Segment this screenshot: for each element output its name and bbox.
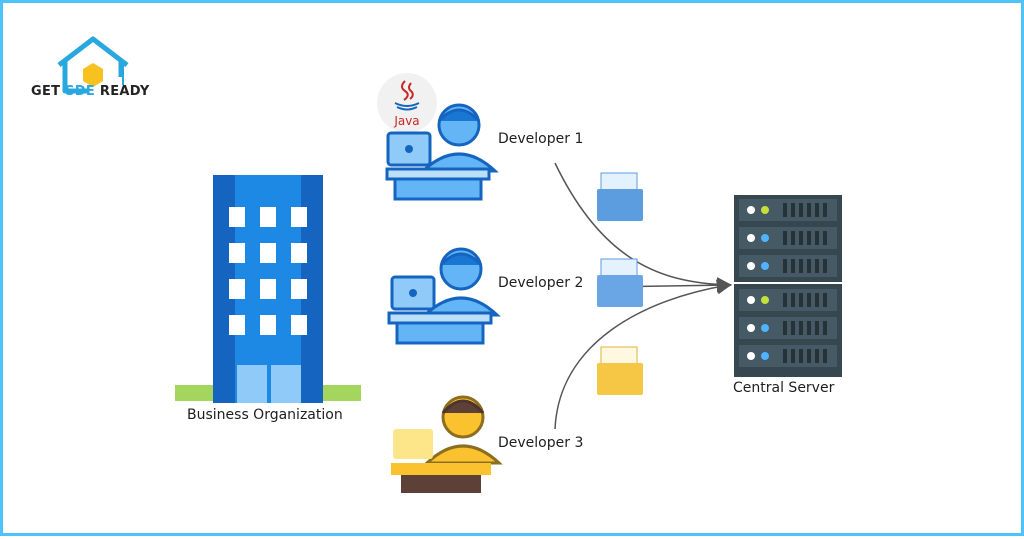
business-organization-label: Business Organization	[187, 407, 343, 423]
developer-2-icon	[387, 247, 501, 345]
developer-3-label: Developer 3	[498, 435, 584, 451]
developer-2-label: Developer 2	[498, 275, 584, 291]
developer-1-label: Developer 1	[498, 131, 584, 147]
arrow-developer-3	[554, 279, 732, 430]
java-label: Java	[393, 114, 419, 128]
building-icon	[175, 175, 361, 403]
folder-icon-blue-1	[597, 172, 643, 221]
get-sde-ready-logo	[57, 36, 129, 94]
server-rack-icon	[734, 195, 842, 377]
developer-3-icon	[391, 395, 503, 493]
central-server-label: Central Server	[733, 380, 835, 396]
developer-1-icon	[385, 103, 499, 201]
arrow-developer-1	[554, 162, 732, 293]
java-icon: Java	[377, 73, 437, 133]
folder-icon-blue-2	[597, 258, 643, 307]
brand-name: GET SDE READY	[31, 84, 150, 99]
workflow-diagram: Java	[175, 73, 842, 493]
folder-icon-yellow	[597, 346, 643, 395]
